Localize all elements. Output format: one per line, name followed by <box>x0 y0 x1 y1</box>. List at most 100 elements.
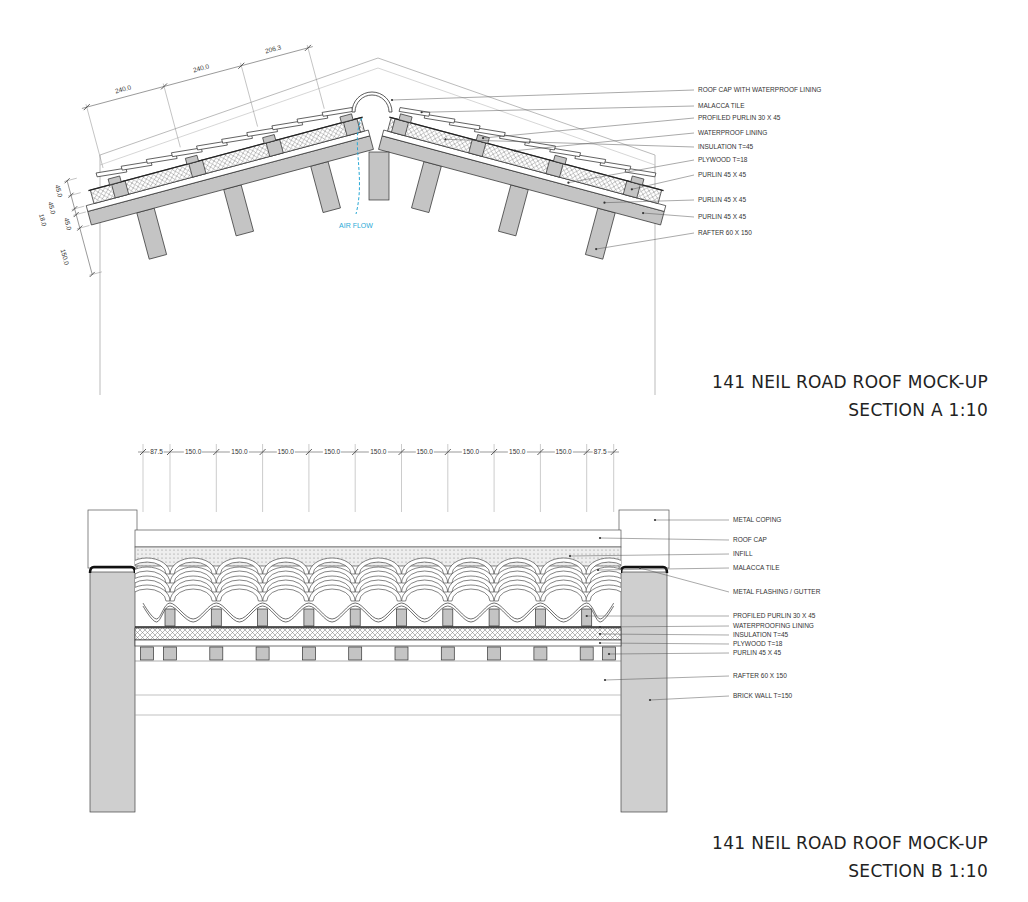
dimension-tick <box>90 272 95 277</box>
purlin <box>395 647 408 660</box>
dimension-text: 150.0 <box>462 448 480 455</box>
leader-lines <box>391 90 729 701</box>
profiled-purlin <box>397 609 407 626</box>
leader-line <box>604 200 694 203</box>
air-flow-label: AIR FLOW <box>339 222 373 230</box>
malacca-tile <box>355 585 401 601</box>
callout-text: PLYWOOD T=18 <box>698 156 747 163</box>
callout-text: BRICK WALL T=150 <box>733 692 792 699</box>
rafter-line <box>135 715 621 716</box>
callout-text: METAL COPING <box>733 516 781 523</box>
callout-text: RAFTER 60 X 150 <box>733 672 787 679</box>
callout-text: INSULATION T=45 <box>698 143 753 150</box>
dimension-tick <box>537 449 543 455</box>
profiled-purlin <box>631 176 644 185</box>
leader-dot <box>654 519 656 521</box>
dimension-tick <box>161 83 167 89</box>
leader-dot <box>595 248 597 250</box>
leader-line <box>483 118 694 138</box>
leader-dot <box>514 150 516 152</box>
leader-line <box>587 616 729 617</box>
purlin <box>210 647 223 660</box>
leader-dot <box>599 633 601 635</box>
leader-line <box>392 90 694 100</box>
leader-line <box>445 139 694 147</box>
metal-flashing <box>621 567 667 573</box>
leader-dot <box>639 567 641 569</box>
leader-dot <box>597 569 599 571</box>
rafter <box>498 185 528 236</box>
dimension-tick <box>77 226 82 231</box>
purlin <box>302 647 315 660</box>
outline-guides <box>100 58 655 395</box>
malacca-tile <box>399 105 430 120</box>
leader-dot <box>391 99 393 101</box>
profiled-purlin <box>108 176 121 185</box>
purlin <box>256 647 269 660</box>
waterproof-lining <box>88 117 362 191</box>
callout-text: MALACCA TILE <box>698 102 744 109</box>
plywood <box>86 130 370 211</box>
profiled-purlin <box>582 609 592 626</box>
extension-line <box>68 193 81 196</box>
drawing-title: 141 NEIL ROAD ROOF MOCK-UP <box>712 834 988 853</box>
rafter-line <box>135 661 621 662</box>
extension-line <box>64 178 77 181</box>
rafter <box>137 208 167 259</box>
profiled-purlin <box>443 609 453 626</box>
callout-text: ROOF CAP <box>733 536 767 543</box>
dimension-text: 45.0 <box>63 216 74 232</box>
brick-wall <box>621 572 667 812</box>
dimension-tick <box>491 449 497 455</box>
dimension-text: 150.0 <box>416 448 434 455</box>
extension-line <box>241 63 258 127</box>
dimension-lines <box>64 45 324 277</box>
callout-text: PROFILED PURLIN 30 X 45 <box>733 612 815 619</box>
purlin <box>603 647 616 660</box>
plywood <box>135 640 621 646</box>
dimension-tick <box>238 63 244 69</box>
malacca-tile <box>448 585 494 601</box>
malacca-tile <box>135 585 170 601</box>
dimension-tick <box>167 449 173 455</box>
malacca-tile <box>216 585 262 601</box>
extension-line <box>586 444 587 512</box>
dimension-tick <box>84 104 90 110</box>
dimension-text: 18.0 <box>37 212 48 228</box>
leader-dot <box>649 699 651 701</box>
leader-dot <box>599 626 601 628</box>
roof-cap <box>135 530 621 547</box>
malacca-tile <box>494 585 540 601</box>
dimension-tick <box>305 45 311 51</box>
dimension-text: 150.0 <box>508 448 526 455</box>
leader-line <box>650 696 729 700</box>
malacca-tiles <box>135 558 621 601</box>
rafter <box>585 208 615 259</box>
leader-line <box>640 568 729 592</box>
leader-line <box>600 643 729 644</box>
extension-line <box>355 444 356 512</box>
leader-line <box>600 538 729 540</box>
malacca-tile <box>309 585 355 601</box>
purlin <box>164 647 177 660</box>
extension-line <box>72 206 85 209</box>
leader-dot <box>569 555 571 557</box>
dimension-text: 206.3 <box>263 43 283 55</box>
leader-line <box>596 233 694 249</box>
malacca-tile <box>402 585 448 601</box>
dimension-text: 87.5 <box>593 448 608 455</box>
profiled-purlin <box>476 135 489 144</box>
roof-cap <box>352 92 392 112</box>
leader-line <box>655 520 729 521</box>
profiled-purlin <box>258 609 268 626</box>
callout-text: METAL FLASHING / GUTTER <box>733 588 820 595</box>
rafter <box>311 162 341 213</box>
leader-dot <box>586 615 588 617</box>
rafter <box>224 185 254 236</box>
outline-line <box>100 58 655 395</box>
purlin <box>349 647 362 660</box>
callout-text: WATERPROOFING LINING <box>733 622 814 629</box>
rafter-line <box>135 695 621 696</box>
